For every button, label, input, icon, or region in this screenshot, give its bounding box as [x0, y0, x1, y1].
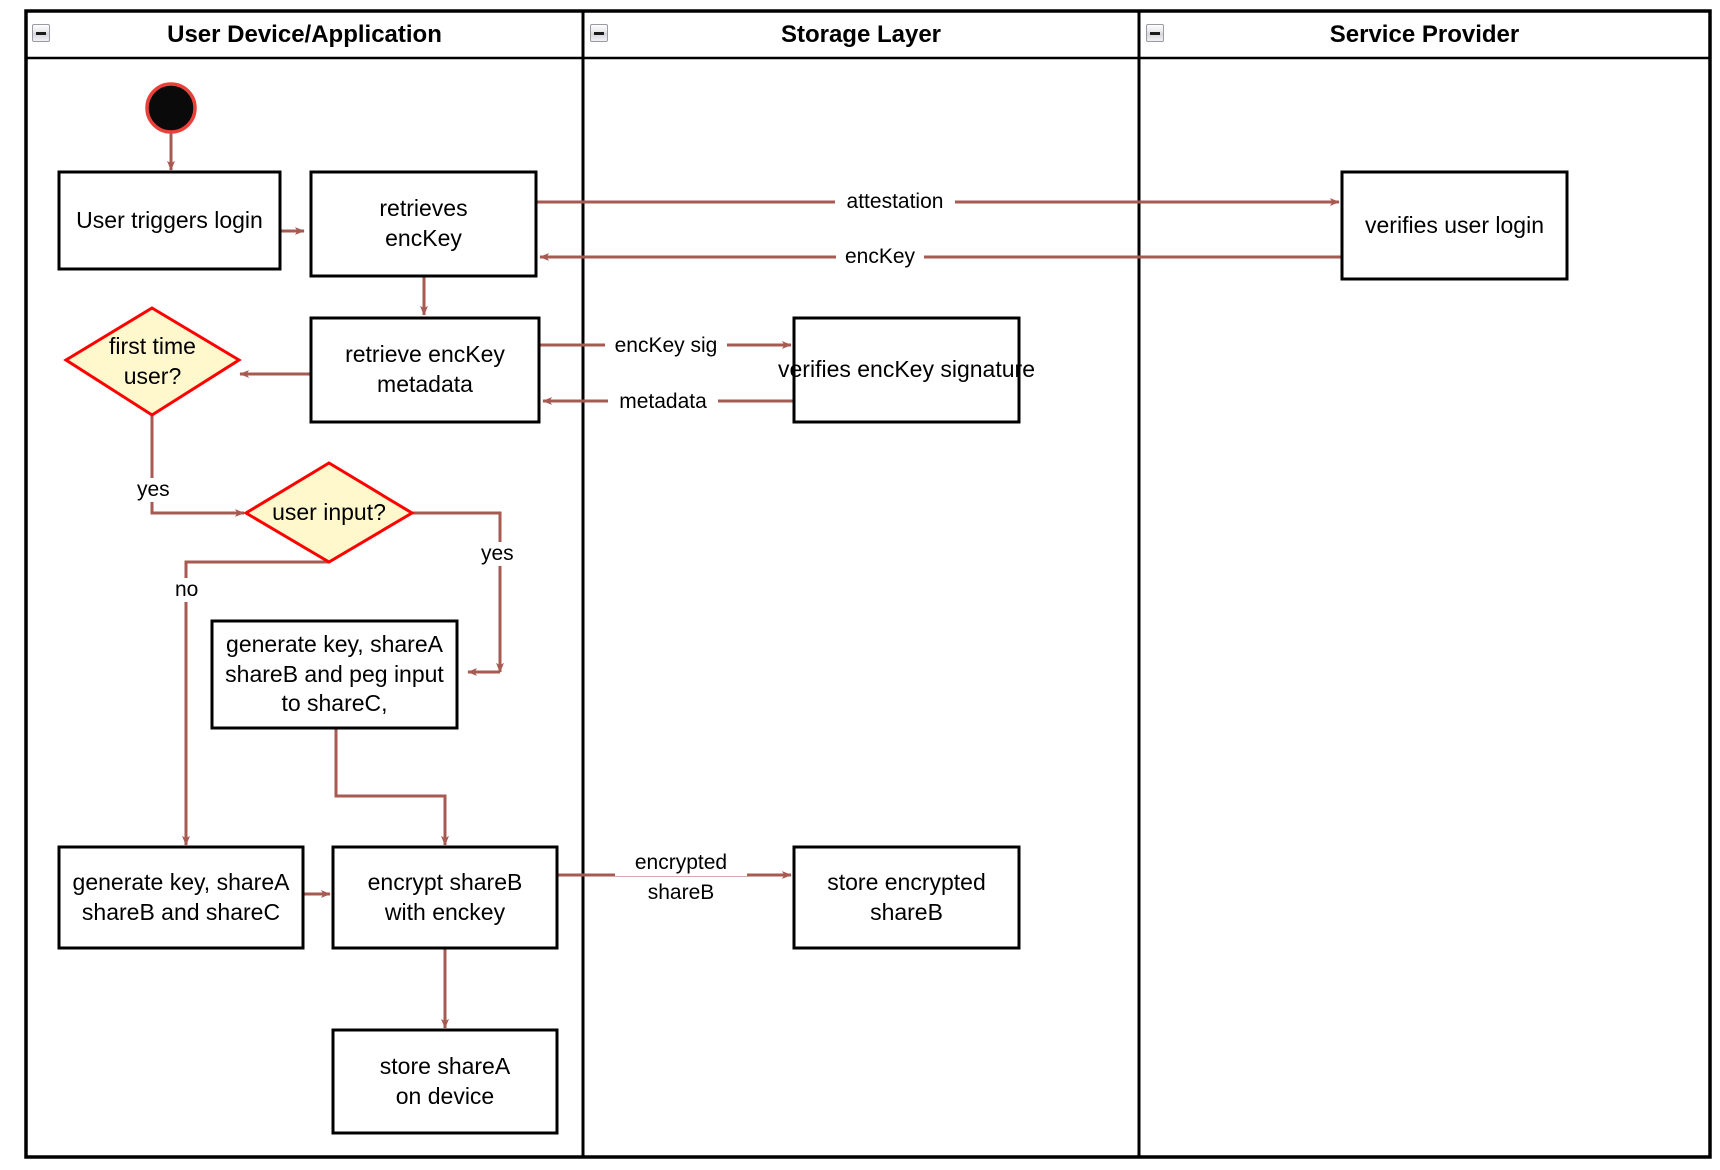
- node-generate-peg: [210, 619, 459, 730]
- node-retrieves-enckey: [309, 170, 538, 278]
- edge-label-encrypted-line1: encrypted: [615, 850, 747, 876]
- node-user-input: [243, 461, 415, 564]
- node-user-triggers-login: [57, 170, 282, 271]
- edge-userinput-no: [181, 560, 328, 846]
- lane-title-user-device: User Device/Application: [167, 20, 442, 48]
- edge-layer: [150, 123, 1343, 1029]
- node-layer: [57, 82, 1569, 1135]
- edge-firsttime-yes: [150, 416, 245, 518]
- collapse-minus-icon-lane-2[interactable]: [590, 24, 608, 42]
- initial-node: [145, 82, 197, 134]
- node-first-time-user: [63, 306, 242, 417]
- edge-label-metadata: metadata: [608, 388, 718, 416]
- lane-header-user-device[interactable]: User Device/Application: [26, 11, 583, 58]
- node-verifies-enckey-signature: [792, 316, 1021, 424]
- edge-label-enckey-sig: encKey sig: [605, 332, 727, 360]
- edge-label-yes-first-time: yes: [137, 478, 170, 502]
- lane-header-storage[interactable]: Storage Layer: [583, 11, 1139, 58]
- node-store-encrypted-shareb: [792, 845, 1021, 950]
- edge-label-attestation: attestation: [835, 188, 955, 216]
- node-generate-shares: [57, 845, 305, 950]
- edge-peg-to-encrypt: [334, 728, 449, 846]
- lane-header-service[interactable]: Service Provider: [1139, 11, 1710, 58]
- edge-userinput-yes: [411, 511, 504, 673]
- lane-title-storage: Storage Layer: [780, 20, 942, 48]
- edge-label-enckey: encKey: [836, 243, 924, 271]
- edge-label-no-user-input: no: [175, 578, 199, 602]
- edge-label-yes-user-input: yes: [481, 542, 514, 566]
- node-retrieve-enckey-metadata: [309, 316, 541, 424]
- node-verifies-user-login: [1340, 170, 1569, 281]
- edge-label-encrypted-line2: shareB: [615, 880, 747, 906]
- lane-title-service: Service Provider: [1329, 20, 1520, 48]
- node-store-sharea: [331, 1028, 559, 1135]
- collapse-minus-icon-lane-3[interactable]: [1146, 24, 1164, 42]
- node-encrypt-shareb: [331, 845, 559, 950]
- collapse-minus-icon-lane-1[interactable]: [32, 24, 50, 42]
